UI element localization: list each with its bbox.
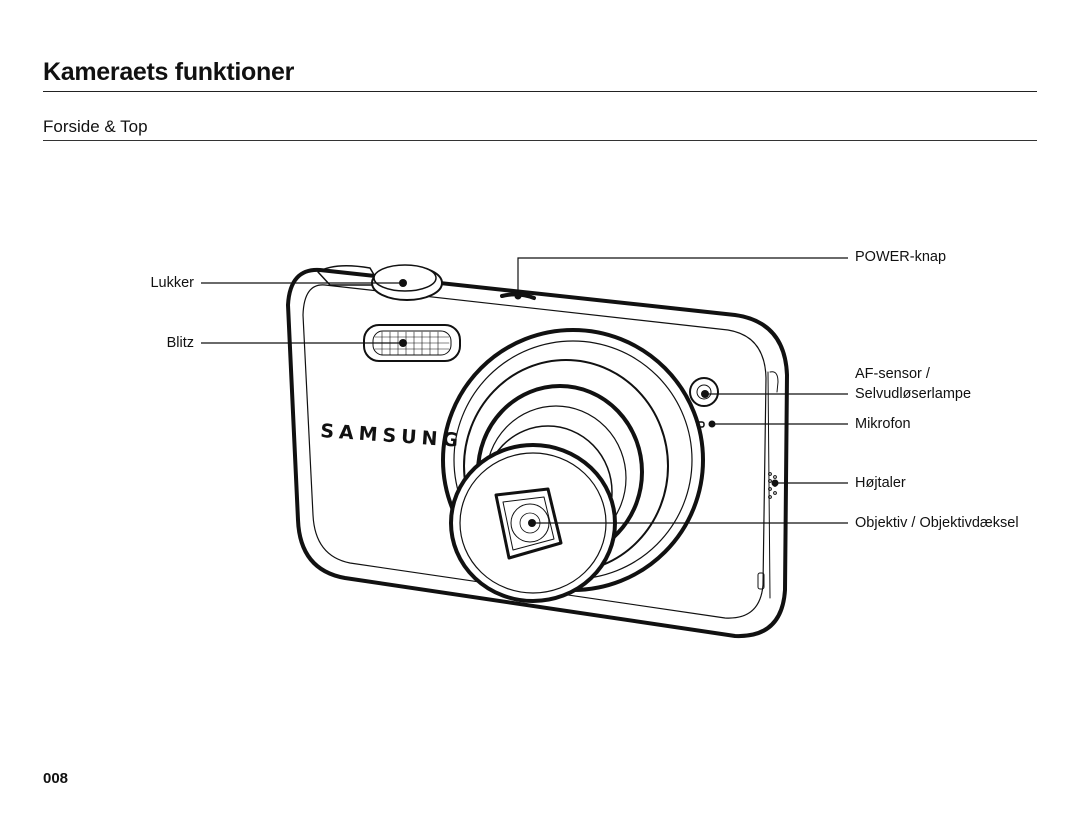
- label-lens: Objektiv / Objektivdæksel: [855, 515, 1019, 531]
- subtitle-rule: [43, 140, 1037, 141]
- af-sensor: [689, 377, 719, 407]
- label-flash: Blitz: [166, 335, 194, 351]
- camera-body-outline: [286, 267, 789, 639]
- title-rule: [43, 91, 1037, 92]
- shutter-button-top: [373, 264, 437, 292]
- camera-body-inner: [302, 284, 767, 619]
- callout-dots: [399, 279, 779, 527]
- page-number: 008: [43, 770, 69, 787]
- label-microphone: Mikrofon: [855, 416, 911, 432]
- side-port: [757, 572, 765, 590]
- label-shutter: Lukker: [150, 275, 194, 291]
- label-speaker: Højtaler: [855, 475, 906, 491]
- callout-lines: [201, 257, 848, 524]
- lens-cover: [494, 487, 563, 560]
- label-power-button: POWER-knap: [855, 249, 947, 265]
- samsung-logo: SAMSUNG: [320, 420, 464, 452]
- page-title: Kameraets funktioner: [43, 58, 295, 86]
- label-af-sensor: AF-sensor /: [855, 366, 930, 382]
- camera-side-edge: [767, 371, 771, 599]
- strap-lug: [769, 371, 779, 393]
- power-leader: [517, 257, 848, 296]
- section-subtitle: Forside & Top: [43, 117, 148, 136]
- flash-grid: [374, 331, 450, 356]
- label-self-timer-lamp: Selvudløserlampe: [855, 386, 972, 402]
